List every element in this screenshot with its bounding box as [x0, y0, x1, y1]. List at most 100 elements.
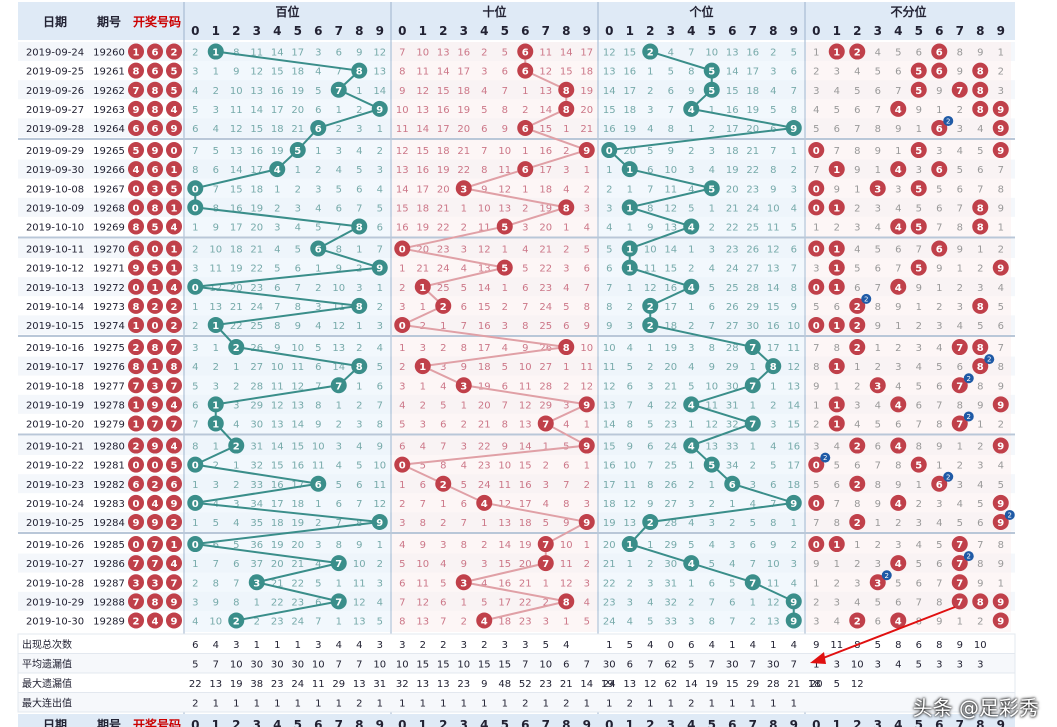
winning-ball	[128, 240, 144, 257]
omission-value: 3	[709, 518, 715, 529]
omission-value: 2	[315, 518, 321, 529]
omission-value: 3	[688, 343, 694, 354]
stats-value: 1	[315, 699, 321, 710]
omission-value: 12	[539, 67, 552, 78]
omission-value: 7	[440, 616, 446, 627]
omission-value: 9	[356, 540, 362, 551]
omission-value: 22	[478, 442, 491, 453]
omission-value: 2	[356, 343, 362, 354]
omission-value: 5	[295, 245, 301, 256]
winning-ball	[128, 100, 144, 117]
omission-value: 3	[420, 419, 426, 430]
omission-value: 5	[584, 245, 590, 256]
omission-value: 3	[957, 302, 963, 313]
combined-ball	[869, 180, 886, 197]
omission-value: 12	[332, 321, 345, 332]
omission-value: 18	[603, 499, 616, 510]
omission-value: 18	[457, 86, 470, 97]
winning-ball	[128, 119, 144, 136]
stats-value: 7	[647, 660, 653, 671]
omission-value: 3	[916, 343, 922, 354]
omission-value: 24	[291, 616, 304, 627]
stats-value: 12	[851, 679, 864, 690]
footer-digit: 2	[646, 718, 654, 727]
header-digit: 7	[542, 24, 550, 38]
combined-ball-label: 0	[813, 499, 820, 510]
header-digit: 0	[191, 24, 199, 38]
trend-ball	[351, 218, 368, 235]
omission-value: 10	[291, 343, 304, 354]
omission-value: 2	[647, 559, 653, 570]
footer-digit: 7	[542, 718, 550, 727]
omission-value: 9	[957, 67, 963, 78]
omission-value: 12	[373, 499, 386, 510]
omission-value: 4	[791, 578, 797, 589]
omission-value: 6	[356, 184, 362, 195]
stats-value: 62	[664, 679, 677, 690]
omission-value: 1	[356, 321, 362, 332]
omission-value: 8	[233, 48, 239, 59]
row-date: 2019-10-15	[26, 321, 84, 332]
trend-ball	[578, 142, 595, 159]
header-digit: 4	[894, 24, 902, 38]
omission-value: 4	[977, 124, 983, 135]
stats-value: 7	[584, 660, 590, 671]
omission-value: 11	[250, 48, 263, 59]
omission-value: 20	[230, 283, 243, 294]
repeat-badge	[820, 452, 831, 463]
omission-value: 3	[336, 146, 342, 157]
stats-value: 1	[295, 699, 301, 710]
row-issue: 19276	[93, 362, 125, 373]
combined-ball	[869, 574, 886, 591]
winning-ball	[166, 199, 182, 216]
omission-value: 12	[291, 381, 304, 392]
omission-value: 3	[315, 184, 321, 195]
omission-value: 2	[854, 381, 860, 392]
row-issue: 19263	[93, 105, 125, 116]
combined-ball-label: 5	[915, 86, 922, 97]
header-digit: 5	[501, 24, 509, 38]
omission-value: 4	[875, 400, 881, 411]
winning-ball-label: 1	[152, 362, 159, 373]
combined-ball-label: 8	[977, 203, 984, 214]
omission-value: 6	[834, 480, 840, 491]
trend-ball	[394, 240, 411, 257]
omission-value: 3	[522, 222, 528, 233]
omission-value: 8	[606, 302, 612, 313]
trend-ball-label: 5	[708, 86, 715, 97]
omission-value: 4	[274, 245, 280, 256]
stats-value: 48	[498, 679, 511, 690]
stats-value: 6	[563, 660, 569, 671]
omission-value: 6	[957, 184, 963, 195]
omission-value: 3	[563, 264, 569, 275]
omission-value: 12	[580, 381, 593, 392]
omission-value: 18	[291, 499, 304, 510]
omission-value: 7	[461, 518, 467, 529]
omission-value: 8	[522, 321, 528, 332]
omission-value: 24	[250, 302, 263, 313]
winning-ball-label: 4	[171, 442, 178, 453]
omission-value: 4	[895, 203, 901, 214]
trend-ball	[455, 574, 472, 591]
trend-ball-label: 7	[542, 419, 549, 430]
omission-value: 2	[875, 540, 881, 551]
omission-value: 10	[519, 362, 532, 373]
omission-value: 3	[647, 381, 653, 392]
header-digit: 8	[562, 24, 570, 38]
combined-ball	[828, 259, 845, 276]
winning-ball	[128, 161, 144, 178]
winning-ball	[128, 339, 144, 356]
omission-value: 5	[647, 419, 653, 430]
combined-ball-label: 1	[833, 540, 840, 551]
omission-value: 28	[746, 283, 759, 294]
omission-value: 14	[498, 540, 511, 551]
stats-value: 3	[377, 640, 383, 651]
omission-value: 13	[664, 222, 677, 233]
omission-value: 8	[936, 597, 942, 608]
omission-value: 2	[647, 362, 653, 373]
winning-ball	[128, 81, 144, 98]
trend-ball	[578, 437, 595, 454]
trend-ball	[351, 297, 368, 314]
omission-value: 8	[813, 362, 819, 373]
combined-ball-label: 9	[997, 124, 1004, 135]
